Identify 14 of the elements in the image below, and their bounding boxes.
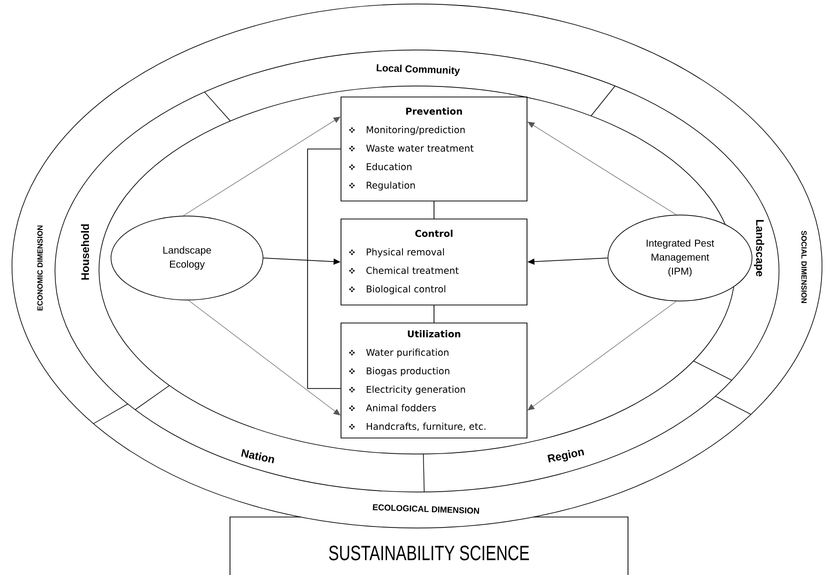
list-box: Prevention Monitoring/prediction Waste water treatment Education Regulation	[340, 96, 528, 202]
list-box: Control Physical removal Chemical treatment Biological control	[340, 218, 528, 306]
ellipse-node: Landscape Ecology	[110, 216, 264, 300]
arrow	[183, 116, 340, 216]
band-label: Nation	[241, 449, 274, 464]
band-label: Region	[548, 450, 584, 462]
ellipse-node: Integrated Pest Management (IPM)	[608, 214, 752, 302]
connector-line	[307, 148, 341, 389]
band-label: Household	[80, 224, 90, 280]
arrow	[188, 300, 340, 416]
arrow	[528, 122, 676, 215]
arrow	[528, 301, 676, 410]
list-box: Utilization Water purification Biogas production Electricity generation Animal fodders Handcrafts, furniture, etc.	[340, 322, 528, 438]
band-label: Local Community	[376, 64, 460, 76]
